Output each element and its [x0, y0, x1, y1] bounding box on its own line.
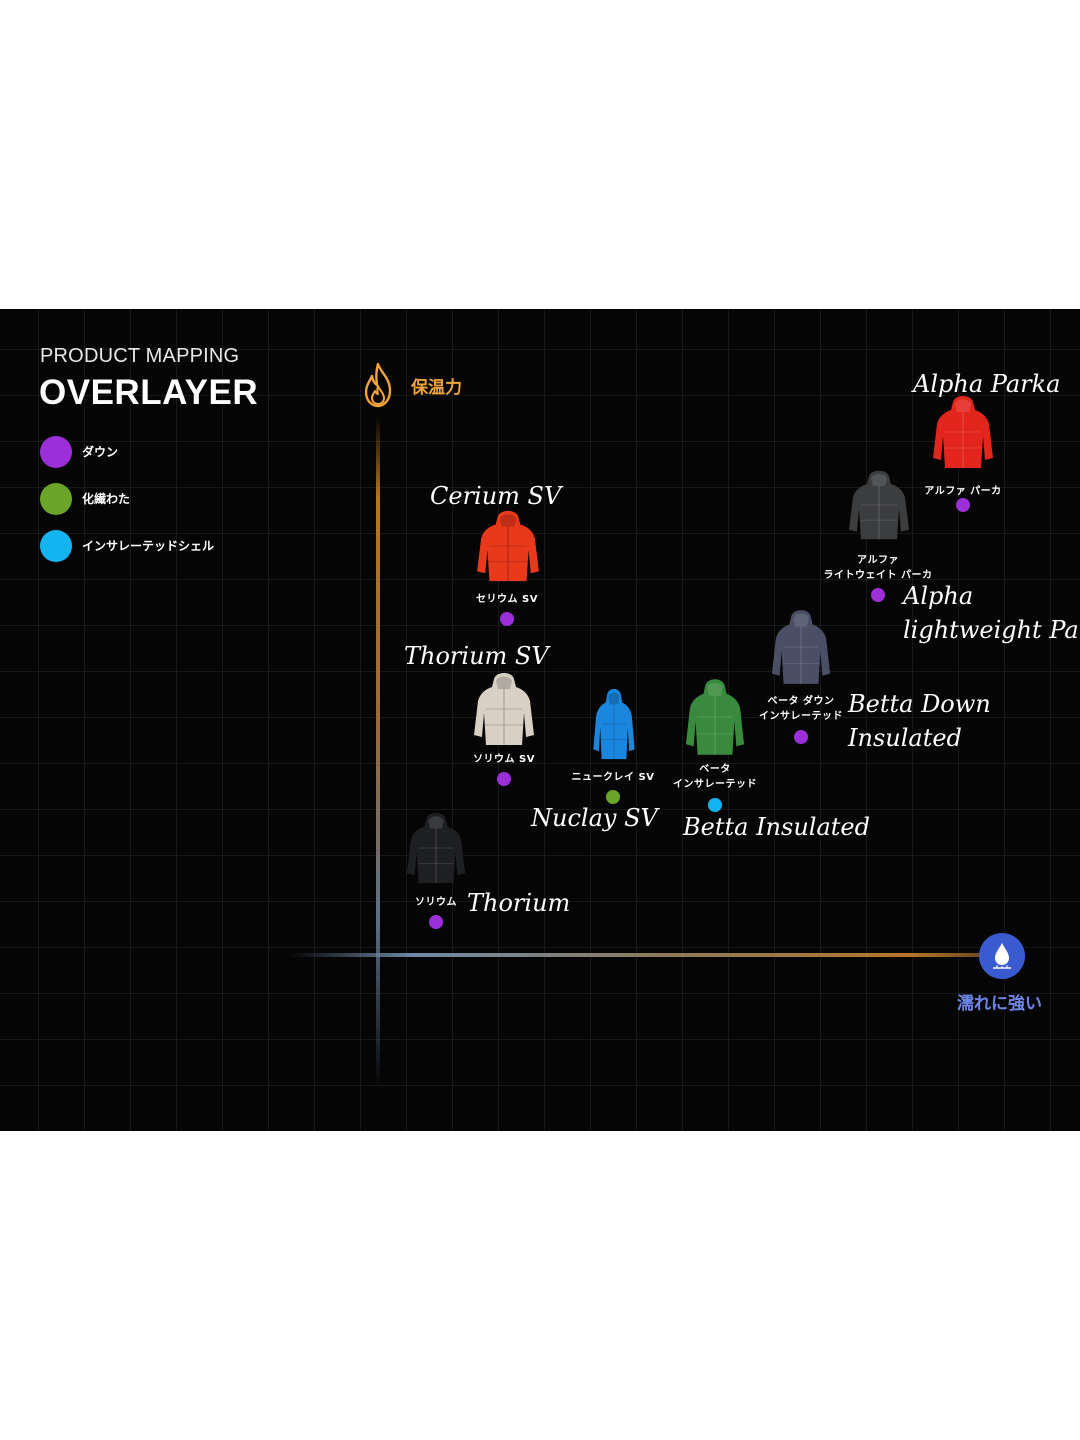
- jacket-image: [472, 669, 536, 749]
- y-axis-label: 保温力: [411, 378, 462, 398]
- product-name-en: Betta Down Insulated: [848, 690, 991, 752]
- legend-swatch: [40, 435, 72, 468]
- category-dot: [497, 772, 511, 786]
- category-dot: [708, 798, 722, 812]
- legend-item-synthetic: 化繊わた: [40, 475, 214, 522]
- legend-item-insulated-shell: インサレーテッドシェル: [40, 522, 214, 569]
- legend-swatch: [40, 482, 72, 515]
- product-name-en: Alpha Parka: [913, 370, 1061, 398]
- product-map-panel: PRODUCT MAPPING OVERLAYER ダウン 化繊わた インサレー…: [0, 309, 1080, 1131]
- legend-label: インサレーテッドシェル: [82, 539, 215, 553]
- legend-label: 化繊わた: [82, 492, 131, 506]
- product-name-jp: ニュークレイ SV: [571, 772, 655, 783]
- legend-label: ダウン: [82, 445, 119, 459]
- product-name-jp: ベータ ダウン インサレーテッド: [759, 696, 843, 722]
- product-name-jp: アルファ ライトウェイト パーカ: [823, 555, 933, 581]
- water-drop-icon: [979, 933, 1025, 979]
- legend-swatch: [40, 529, 72, 562]
- category-dot: [500, 612, 514, 626]
- product-name-jp: セリウム SV: [476, 594, 538, 605]
- y-axis-line: [376, 417, 380, 1089]
- product-name-en: Cerium SV: [430, 482, 562, 510]
- flame-icon: [364, 362, 392, 408]
- product-name-en: Nuclay SV: [531, 804, 658, 832]
- legend: ダウン 化繊わた インサレーテッドシェル: [40, 428, 214, 569]
- x-axis-line: [290, 953, 980, 957]
- product-name-en: Alpha lightweight Parka: [903, 582, 1080, 644]
- category-dot: [956, 498, 970, 512]
- category-dot: [429, 915, 443, 929]
- product-name-jp: ソリウム SV: [473, 754, 535, 765]
- category-dot: [606, 790, 620, 804]
- chart-title: OVERLAYER: [39, 373, 259, 412]
- product-name-jp: ソリウム: [415, 897, 457, 908]
- jacket-image: [592, 685, 636, 763]
- jacket-image: [475, 507, 541, 585]
- jacket-image: [931, 392, 995, 472]
- product-name-en: Thorium: [467, 889, 571, 917]
- jacket-image: [405, 809, 467, 887]
- product-name-jp: アルファ パーカ: [924, 486, 1002, 497]
- product-name-jp: ベータ インサレーテッド: [673, 764, 757, 790]
- jacket-image: [847, 467, 911, 543]
- x-axis-label: 濡れに強い: [957, 994, 1042, 1014]
- jacket-image: [770, 606, 832, 688]
- legend-item-down: ダウン: [40, 428, 214, 475]
- jacket-image: [684, 675, 746, 759]
- category-dot: [794, 730, 808, 744]
- product-name-en: Thorium SV: [404, 642, 549, 670]
- chart-subtitle: PRODUCT MAPPING: [40, 345, 240, 367]
- product-name-en: Betta Insulated: [683, 813, 870, 841]
- category-dot: [871, 588, 885, 602]
